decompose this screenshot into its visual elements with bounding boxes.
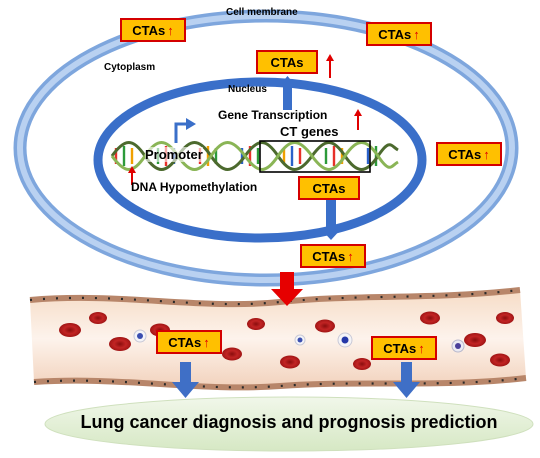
cytoplasm-label: Cytoplasm [104, 62, 156, 73]
promoter-bent-arrow [174, 122, 186, 143]
detection-arrow-left [172, 362, 199, 398]
ctas-box-blood-right: CTAs↑ [371, 336, 437, 360]
dna-helix [110, 141, 399, 171]
cell-membrane-label: Cell membrane [226, 7, 298, 18]
ctas-box-cytoplasm-top: CTAs [256, 50, 318, 74]
secretion-arrow-down [320, 199, 342, 240]
ctas-box-nucleus: CTAs [298, 176, 360, 200]
ct-genes-label: CT genes [280, 124, 339, 139]
up-arrow-transcription [354, 109, 362, 130]
nucleus-label: Nucleus [228, 84, 267, 95]
up-arrow-hypomethylation [128, 166, 136, 185]
entry-arrow-red [271, 272, 303, 306]
dna-strand-a [110, 141, 399, 171]
promoter-arrowhead [186, 118, 196, 130]
up-arrow-ctas-top [326, 54, 334, 78]
gene-transcription-label: Gene Transcription [218, 108, 328, 122]
diagnosis-caption: Lung cancer diagnosis and prognosis pred… [80, 412, 498, 432]
dna-hypomethylation-label: DNA Hypomethylation [131, 180, 258, 194]
white-blood-cells [133, 329, 465, 353]
blood-vessel [29, 287, 527, 391]
detection-arrow-right [393, 362, 420, 398]
red-blood-cells [59, 311, 514, 370]
caption-background [44, 396, 534, 452]
nucleus-envelope [93, 77, 427, 243]
vessel-wall-bottom-dots [33, 376, 527, 389]
vessel-wall-top [29, 287, 521, 308]
export-arrow-up [279, 76, 296, 110]
ctas-box-blood-left: CTAs↑ [156, 330, 222, 354]
ctas-box-cytoplasm-right: CTAs↑ [436, 142, 502, 166]
promoter-label: Promoter [145, 147, 203, 162]
ctas-box-secreted: CTAs↑ [300, 244, 366, 268]
ct-genes-region-box [259, 140, 371, 173]
ctas-box-membrane-right: CTAs↑ [366, 22, 432, 46]
dna-strand-b [110, 141, 399, 171]
ctas-box-membrane-left: CTAs↑ [120, 18, 186, 42]
cell-membrane-highlight [17, 13, 515, 283]
